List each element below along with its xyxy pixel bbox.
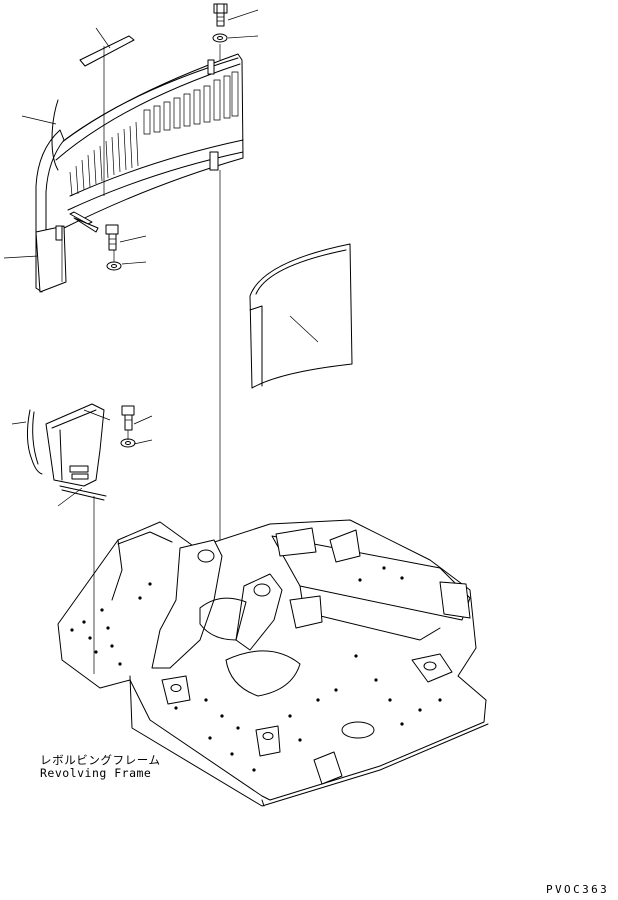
washer-mid bbox=[107, 262, 121, 270]
bolt-side bbox=[122, 406, 134, 430]
frame-holes bbox=[70, 566, 442, 772]
grille-cover bbox=[36, 54, 243, 292]
bolt-top bbox=[214, 4, 227, 26]
assembly-center-lines bbox=[62, 44, 220, 674]
bolt-mid bbox=[106, 225, 118, 250]
washer-top bbox=[213, 34, 227, 42]
washer-side bbox=[121, 439, 135, 447]
leader-lines bbox=[4, 10, 318, 506]
insulation-pad bbox=[250, 244, 352, 388]
wire-left-mid bbox=[27, 410, 42, 474]
revolving-frame bbox=[58, 520, 488, 806]
seal-strip-top bbox=[80, 36, 134, 66]
grille-louvres bbox=[70, 72, 238, 196]
assembly-label-japanese: レボルビングフレーム bbox=[40, 753, 161, 767]
side-cover-bracket bbox=[46, 404, 104, 486]
strip-lower bbox=[60, 486, 106, 496]
assembly-label-english: Revolving Frame bbox=[40, 766, 152, 780]
wire-left-top bbox=[52, 100, 58, 170]
drawing-code: PVOC363 bbox=[546, 883, 610, 896]
